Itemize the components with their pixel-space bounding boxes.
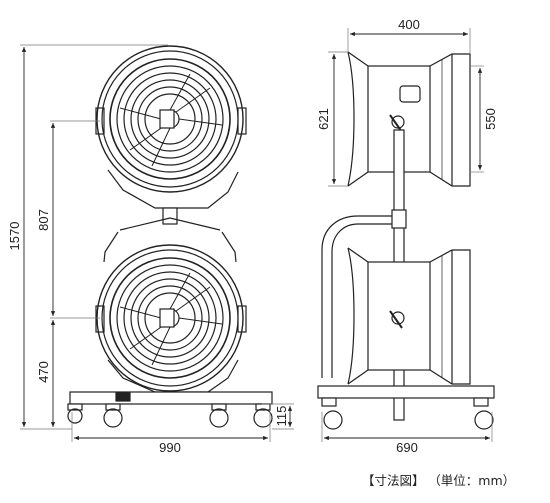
side-dimension-lines [324,31,490,441]
front-middle-mount [103,207,237,263]
lower-fan-side [347,247,471,385]
dim-fan-spacing: 807 [36,209,51,231]
lower-fan [95,244,247,393]
side-base [317,385,495,430]
dim-caster-height: 115 [274,406,289,427]
dim-total-height: 1570 [7,222,22,251]
front-base [67,391,273,428]
side-extension-lines [321,28,493,442]
caster [67,403,273,428]
front-view [67,45,273,428]
upper-fan [95,45,247,209]
front-dimension-lines [21,47,293,441]
dim-side-depth: 400 [398,17,420,32]
dim-lower-height: 470 [36,361,51,383]
caption: 【寸法図】 （単位：mm） [362,470,525,489]
dim-side-base-width: 690 [396,440,418,455]
caption-unit: （単位：mm） [434,473,516,488]
caption-title: 【寸法図】 [362,473,425,488]
front-extension-lines [20,44,294,442]
dim-side-height-outer: 621 [316,108,331,130]
upper-fan-side [347,51,471,187]
dim-side-height-inner: 550 [483,108,498,130]
dim-base-width: 990 [159,440,181,455]
side-view [317,51,495,430]
